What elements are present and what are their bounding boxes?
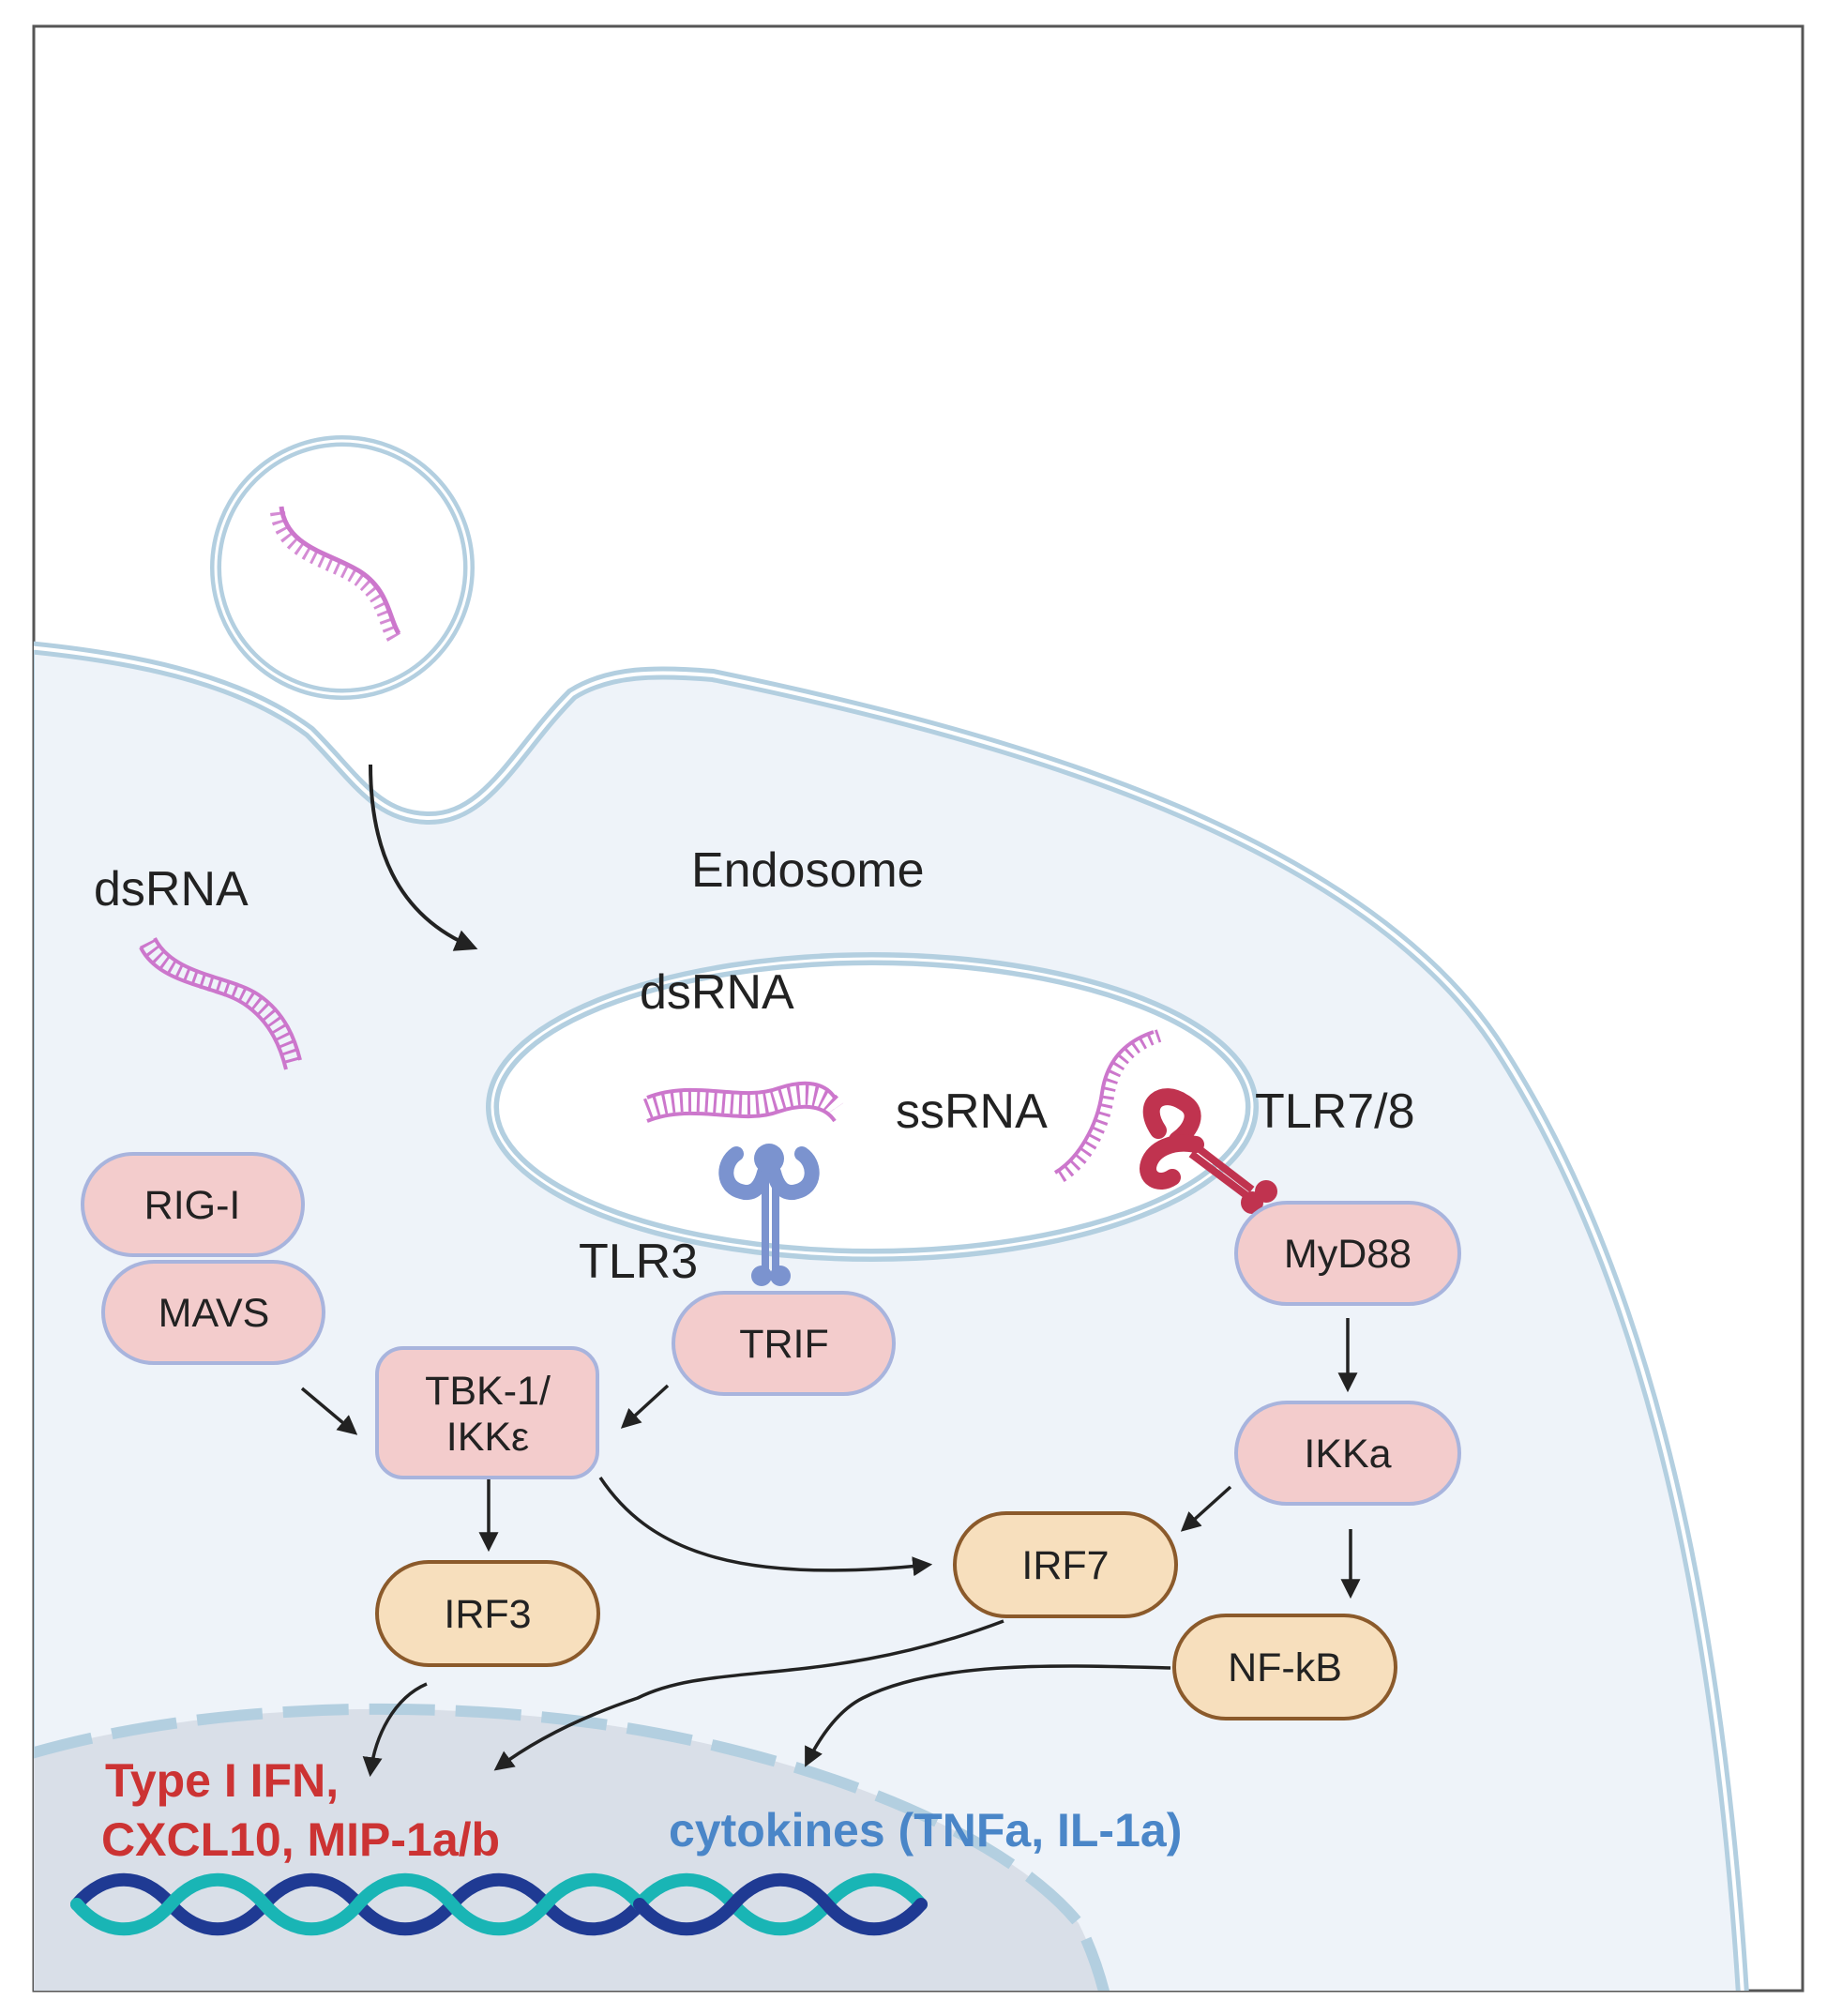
cell-membrane-inner-line	[34, 645, 1744, 1991]
ssrna-endosome-icon	[1053, 1029, 1162, 1183]
node-rig-i-label: RIG-I	[144, 1183, 241, 1228]
node-ikka: IKKa	[1234, 1401, 1461, 1506]
ifn-output-line1: Type I IFN,	[105, 1754, 339, 1807]
mavs-to-tbk1-arrow	[300, 1387, 358, 1435]
node-irf7: IRF7	[953, 1511, 1178, 1618]
node-tbk1-label-line2: IKKε	[446, 1415, 529, 1460]
tlr3-receptor-icon	[718, 1144, 820, 1286]
nfkb-to-cytokines-arrow	[805, 1664, 1171, 1767]
tbk1-to-irf7-arrow	[598, 1477, 933, 1577]
node-nfkb: NF-kB	[1172, 1614, 1397, 1720]
tlr78-receptor-icon	[1140, 1088, 1277, 1214]
node-mavs-label: MAVS	[159, 1291, 270, 1336]
node-myd88-label: MyD88	[1284, 1232, 1412, 1277]
ssrna-virus-icon	[279, 506, 401, 635]
dsrna-endosome-label: dsRNA	[640, 965, 794, 1020]
node-ikka-label: IKKa	[1304, 1432, 1391, 1477]
nuclear-envelope	[34, 1703, 1110, 1991]
irf3-to-ifn-arrow	[362, 1682, 428, 1778]
node-tbk1-label-line1: TBK-1/	[425, 1369, 551, 1414]
node-irf3: IRF3	[375, 1560, 600, 1667]
ifn-output-line2: CXCL10, MIP-1a/b	[101, 1813, 500, 1866]
node-trif: TRIF	[672, 1291, 896, 1396]
trif-to-tbk1-arrow	[620, 1384, 670, 1429]
node-rig-i: RIG-I	[81, 1152, 305, 1257]
irf7-to-ifn-arrow	[493, 1619, 1004, 1771]
node-mavs: MAVS	[101, 1260, 325, 1365]
node-nfkb-label: NF-kB	[1228, 1645, 1342, 1690]
node-irf3-label: IRF3	[444, 1592, 531, 1637]
node-myd88: MyD88	[1234, 1201, 1461, 1306]
tlr78-label: TLR7/8	[1255, 1084, 1415, 1139]
node-tbk1-ikke: TBK-1/ IKKε	[375, 1346, 599, 1479]
tlr3-label: TLR3	[579, 1235, 698, 1289]
node-trif-label: TRIF	[739, 1322, 829, 1367]
endosome	[486, 952, 1259, 1262]
ssrna-label: ssRNA	[896, 1084, 1048, 1139]
cytokines-output: cytokines (TNFa, IL-1a)	[669, 1804, 1182, 1857]
dsrna-cytosol-label: dsRNA	[94, 862, 249, 917]
endocytosis-arrow	[369, 764, 478, 951]
dsrna-cytosol-icon	[139, 937, 302, 1070]
virus-particle	[210, 435, 475, 700]
node-irf7-label: IRF7	[1021, 1543, 1109, 1588]
signaling-arrows	[300, 1318, 1361, 1778]
endosome-label: Endosome	[691, 843, 925, 898]
dna-helix-icon	[70, 1872, 928, 1936]
ikka-to-irf7-arrow	[1180, 1485, 1232, 1532]
dsrna-endosome-icon	[642, 1081, 844, 1123]
